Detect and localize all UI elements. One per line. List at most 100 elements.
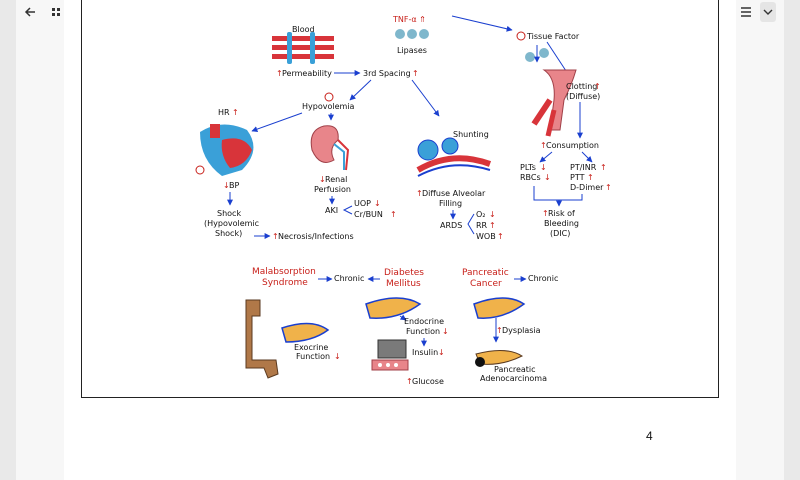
label-pancreatic-2: Pancreatic — [494, 365, 536, 374]
label-ptt: PTT — [570, 173, 585, 182]
alveoli-image — [416, 137, 492, 177]
label-o2: O₂ — [476, 210, 486, 219]
label-bp: BP — [229, 181, 239, 190]
svg-text:↓: ↓ — [489, 210, 496, 219]
svg-text:↓: ↓ — [223, 181, 230, 190]
label-dysplasia: Dysplasia — [502, 326, 541, 335]
svg-text:↓: ↓ — [540, 163, 547, 172]
svg-text:↓: ↓ — [438, 348, 445, 357]
label-bleeding: Bleeding — [544, 219, 579, 228]
label-rbcs: RBCs — [520, 173, 541, 182]
label-syndrome: Syndrome — [262, 278, 308, 288]
svg-text:↑: ↑ — [406, 377, 413, 386]
left-gutter — [0, 0, 16, 480]
label-rr: RR — [476, 221, 488, 230]
svg-text:↑: ↑ — [605, 183, 612, 192]
label-shock: Shock — [217, 209, 241, 218]
hamburger-menu-icon[interactable] — [736, 2, 756, 22]
intestine-pancreas-image — [245, 299, 330, 379]
blood-vessel-clot-image — [531, 69, 577, 137]
label-inf: TNF-α ⇑ — [392, 15, 426, 24]
label-ards: ARDS — [440, 221, 462, 230]
lipase-enzymes-image — [395, 29, 429, 39]
svg-text:↓: ↓ — [319, 175, 326, 184]
label-diffuse: (Diffuse) — [566, 92, 600, 101]
label-renal: Renal — [325, 175, 347, 184]
label-function-e: Function — [406, 327, 440, 336]
label-diabetes: Diabetes — [384, 268, 424, 278]
label-tissue-factor: Tissue Factor — [526, 32, 580, 41]
left-rail — [16, 0, 64, 480]
label-permeability: Permeability — [282, 69, 332, 78]
svg-text:↑: ↑ — [272, 232, 279, 241]
label-consumption: Consumption — [546, 141, 599, 150]
svg-text:↑: ↑ — [489, 221, 496, 230]
label-blood: Blood — [292, 25, 315, 34]
label-endocrine: Endocrine — [404, 317, 444, 326]
label-chronic-1: Chronic — [334, 274, 364, 283]
apps-grid-icon[interactable] — [46, 2, 66, 22]
label-chronic-2: Chronic — [528, 274, 558, 283]
insulin-cell-image — [371, 339, 409, 371]
label-glucose: Glucose — [412, 377, 444, 386]
label-pt-inr: PT/INR — [570, 163, 597, 172]
svg-text:↑: ↑ — [540, 141, 547, 150]
tissue-factor-molecule-image — [525, 48, 549, 62]
label-aki: AKI — [325, 206, 338, 215]
pancreas-image-endocrine — [365, 297, 422, 319]
svg-text:↑: ↑ — [600, 163, 607, 172]
label-hr: HR — [218, 108, 230, 117]
label-risk: Risk of — [548, 209, 575, 218]
label-shunting: Shunting — [453, 130, 489, 139]
label-clotting: Clotting — [566, 82, 597, 91]
svg-text:↑: ↑ — [416, 189, 423, 198]
chevron-down-icon[interactable] — [760, 2, 776, 22]
label-filling: Filling — [439, 199, 462, 208]
label-wob: WOB — [476, 232, 496, 241]
arrow-left-icon[interactable] — [20, 2, 40, 22]
label-exocrine: Exocrine — [294, 343, 328, 352]
svg-text:↓: ↓ — [544, 173, 551, 182]
label-cr-bun: Cr/BUN — [354, 210, 383, 219]
label-third-spacing: 3rd Spacing — [363, 69, 411, 78]
svg-text:↑: ↑ — [390, 210, 397, 219]
label-diffuse-alveolar: Diffuse Alveolar — [422, 189, 486, 198]
label-perfusion: Perfusion — [314, 185, 351, 194]
label-mellitus: Mellitus — [386, 279, 421, 289]
label-adenocarcinoma: Adenocarcinoma — [480, 374, 547, 383]
svg-text:↑: ↑ — [496, 326, 503, 335]
label-malabsorption: Malabsorption — [252, 267, 316, 277]
svg-text:↓: ↓ — [374, 199, 381, 208]
svg-text:↑: ↑ — [542, 209, 549, 218]
label-shock-2: Shock) — [215, 229, 242, 238]
label-hypovolemic-shock: (Hypovolemic — [204, 219, 259, 228]
page-number: 4 — [646, 429, 653, 443]
label-dic: (DIC) — [550, 229, 570, 238]
svg-text:↑: ↑ — [276, 69, 283, 78]
adenocarcinoma-image — [475, 350, 524, 367]
kidney-image — [310, 125, 350, 171]
label-uop: UOP — [354, 199, 371, 208]
svg-text:↑: ↑ — [594, 82, 601, 91]
svg-text:↓: ↓ — [334, 352, 341, 361]
label-necrosis: Necrosis/Infections — [278, 232, 354, 241]
blood-vessels-image — [272, 32, 334, 64]
label-plts: PLTs — [520, 163, 536, 172]
svg-text:↓: ↓ — [442, 327, 449, 336]
label-hypovolemia: Hypovolemia — [302, 102, 355, 111]
svg-text:↑: ↑ — [497, 232, 504, 241]
label-d-dimer: D-Dimer — [570, 183, 604, 192]
pancreas-image-cancer — [473, 297, 526, 319]
right-gutter — [784, 0, 800, 480]
label-cancer: Cancer — [470, 279, 502, 289]
heart-image — [200, 124, 254, 176]
label-lipases: Lipases — [397, 46, 427, 55]
right-rail — [736, 0, 784, 480]
svg-text:↑: ↑ — [412, 69, 419, 78]
label-insulin: Insulin — [412, 348, 438, 357]
label-pancreatic: Pancreatic — [462, 268, 509, 278]
slide-canvas: Blood TNF-α ⇑ Lipases Tissue Factor ↑ Pe… — [81, 0, 719, 398]
pathophysiology-diagram: Blood TNF-α ⇑ Lipases Tissue Factor ↑ Pe… — [195, 15, 612, 386]
svg-text:↑: ↑ — [587, 173, 594, 182]
svg-text:↑: ↑ — [232, 108, 239, 117]
